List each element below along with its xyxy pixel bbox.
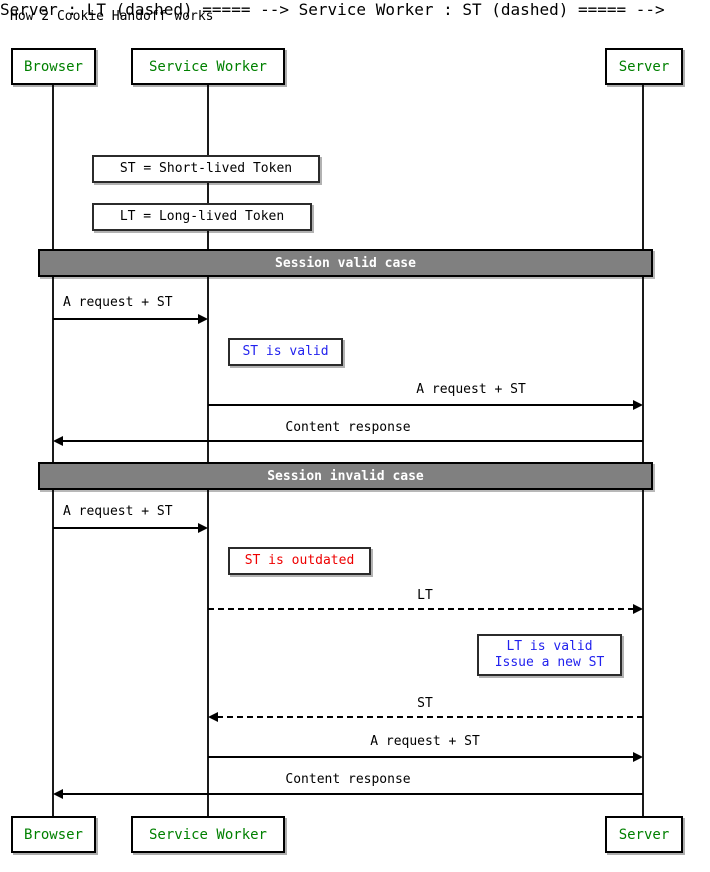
divider-label: Session valid case	[275, 255, 416, 271]
lifeline-service-worker	[207, 85, 209, 816]
message-label-m4: A request + ST	[63, 504, 173, 519]
message-line-m2	[208, 404, 634, 406]
message-label-m5: LT	[417, 588, 433, 603]
note-line: ST = Short-lived Token	[119, 161, 293, 176]
message-label-m3: Content response	[285, 420, 411, 435]
participant-server-bottom[interactable]: Server	[605, 816, 683, 853]
message-label-m8: Content response	[285, 772, 411, 787]
divider-session-invalid-case: Session invalid case	[38, 462, 653, 490]
participant-label: Server	[618, 58, 670, 75]
note-line: ST is outdated	[244, 553, 355, 568]
participant-browser-top[interactable]: Browser	[11, 48, 96, 85]
message-arrowhead-m3	[53, 436, 63, 446]
message-arrowhead-m1	[198, 314, 208, 324]
message-arrowhead-m6	[208, 712, 218, 722]
note-st-is-valid: ST is valid	[228, 338, 343, 366]
participant-service-worker-top[interactable]: Service Worker	[131, 48, 285, 85]
lifeline-server	[642, 85, 644, 816]
message-line-m7	[208, 756, 634, 758]
note-lt-is-valid: LT is valid Issue a new ST	[477, 634, 622, 676]
note-line: Issue a new ST	[494, 655, 605, 670]
message-label-m2: A request + ST	[416, 382, 526, 397]
participant-browser-bottom[interactable]: Browser	[11, 816, 96, 853]
divider-label: Session invalid case	[267, 468, 424, 484]
message-line-m6	[217, 716, 643, 718]
note-line: LT = Long-lived Token	[119, 209, 285, 224]
participant-label: Browser	[23, 826, 83, 843]
note-st-is-outdated: ST is outdated	[228, 547, 371, 575]
message-arrowhead-m5	[633, 604, 643, 614]
participant-label: Service Worker	[148, 826, 267, 843]
message-line-m8	[62, 793, 643, 795]
message-arrowhead-m2	[633, 400, 643, 410]
participant-label: Service Worker	[148, 58, 267, 75]
diagram-title: How 2 Cookie Handoff works	[10, 9, 214, 24]
participant-server-top[interactable]: Server	[605, 48, 683, 85]
note-line: ST is valid	[242, 344, 329, 359]
message-label-m7: A request + ST	[370, 734, 480, 749]
note-st-definition: ST = Short-lived Token	[92, 155, 320, 183]
message-line-m1	[53, 318, 199, 320]
message-arrowhead-m7	[633, 752, 643, 762]
note-lt-definition: LT = Long-lived Token	[92, 203, 312, 231]
lifeline-browser	[52, 85, 54, 816]
message-line-m3	[62, 440, 643, 442]
participant-label: Server	[618, 826, 670, 843]
participant-label: Browser	[23, 58, 83, 75]
note-line: LT is valid	[506, 639, 593, 654]
divider-session-valid-case: Session valid case	[38, 249, 653, 277]
message-arrowhead-m4	[198, 523, 208, 533]
message-line-m4	[53, 527, 199, 529]
participant-service-worker-bottom[interactable]: Service Worker	[131, 816, 285, 853]
message-arrowhead-m8	[53, 789, 63, 799]
message-label-m1: A request + ST	[63, 295, 173, 310]
message-label-m6: ST	[417, 696, 433, 711]
message-line-m5	[208, 608, 634, 610]
